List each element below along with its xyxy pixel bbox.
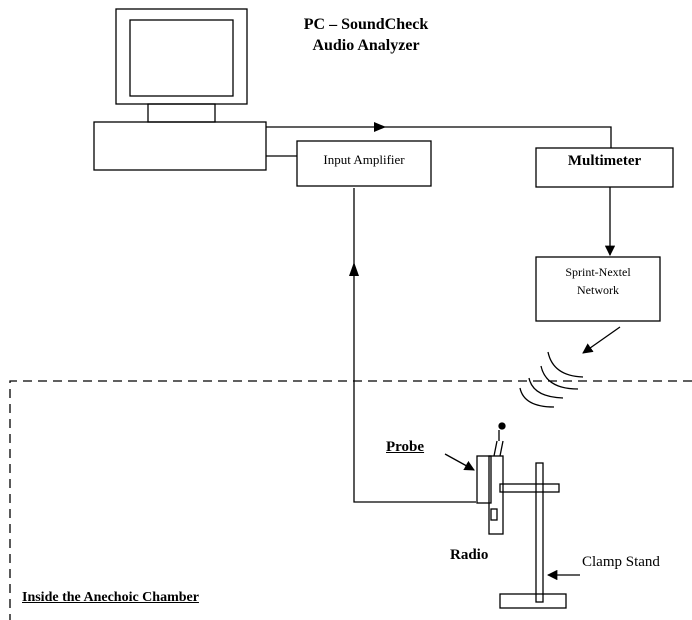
- network-signal-arrow: [582, 326, 621, 354]
- multimeter-box: [535, 147, 674, 188]
- radio-label: Radio: [450, 547, 489, 563]
- pc-stand: [147, 103, 216, 123]
- clamp-stand-label: Clamp Stand: [582, 554, 660, 570]
- radio-button: [490, 508, 498, 521]
- radio-knob: [498, 422, 506, 430]
- network-box: [535, 256, 661, 322]
- network-label-line-1: Sprint-Nextel: [565, 265, 631, 279]
- radio-antenna: [493, 430, 504, 457]
- anechoic-chamber-label: Inside the Anechoic Chamber: [22, 590, 199, 605]
- network-label-line-2: Network: [577, 283, 619, 297]
- title-line-2: Audio Analyzer: [312, 37, 420, 54]
- pc-to-multimeter-arrow: [374, 122, 386, 132]
- clamp-stand-base: [499, 593, 567, 609]
- pc-icon: [93, 8, 267, 171]
- pc-screen: [129, 19, 234, 97]
- radio-icon: [476, 422, 506, 535]
- title-line-1: PC – SoundCheck: [303, 16, 429, 33]
- pc-to-multimeter-line: [266, 126, 612, 148]
- network-label: Sprint-Nextel Network: [536, 263, 660, 299]
- input-amplifier-label: Input Amplifier: [323, 152, 405, 167]
- probe-to-amplifier-line: [353, 188, 476, 503]
- anechoic-chamber-boundary: [9, 380, 692, 620]
- probe-to-amplifier-arrow: [349, 262, 359, 276]
- multimeter-label: Multimeter: [567, 153, 642, 169]
- probe-pointer-arrow: [444, 453, 475, 471]
- pc-monitor: [115, 8, 248, 105]
- wireless-signal-icon: [519, 351, 584, 408]
- probe-body: [476, 455, 492, 504]
- probe-label: Probe: [386, 439, 425, 455]
- clamp-stand-rod: [535, 462, 544, 603]
- clamp-stand-arm: [499, 483, 560, 493]
- input-amplifier-box: [296, 140, 432, 187]
- clamp-stand-icon: [499, 462, 567, 609]
- diagram-title: PC – SoundCheck Audio Analyzer: [296, 14, 436, 56]
- radio-body: [488, 455, 504, 535]
- pc-base: [93, 121, 267, 171]
